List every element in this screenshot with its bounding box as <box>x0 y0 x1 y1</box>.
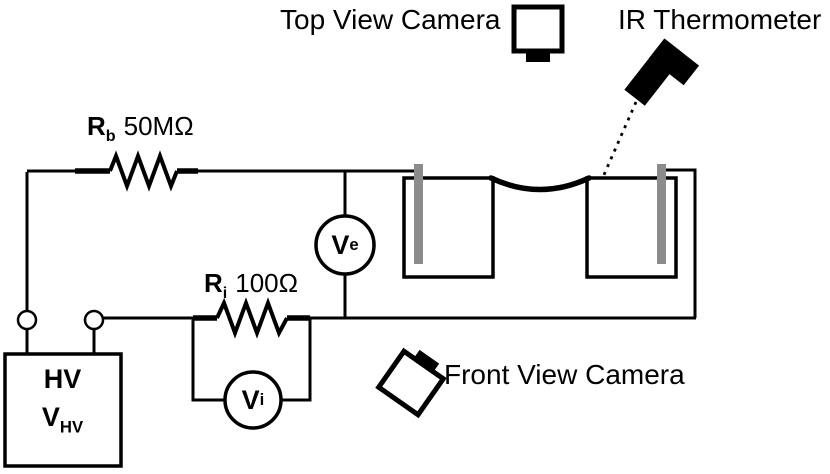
hv-symbol: V <box>41 402 60 432</box>
top-camera-icon <box>511 4 565 62</box>
front-view-camera-label: Front View Camera <box>444 359 685 390</box>
liquid-bridge <box>488 175 592 193</box>
top-view-camera-label: Top View Camera <box>280 4 501 35</box>
beaker-right <box>585 176 678 279</box>
ir-sightline-dotted <box>601 101 638 178</box>
voltmeter-vi-circle <box>223 370 283 430</box>
ri-subscript: i <box>222 284 228 303</box>
front-camera-icon <box>375 347 447 419</box>
hv-subscript: HV <box>59 417 84 437</box>
vi-symbol: V <box>241 384 260 415</box>
wires <box>3 168 697 468</box>
ri-label: Ri 100Ω <box>204 268 299 302</box>
rb-subscript: b <box>105 127 116 146</box>
rb-label: Rb 50MΩ <box>87 111 194 145</box>
ve-symbol: V <box>331 229 350 260</box>
top-camera-mount <box>526 52 550 62</box>
voltmeter-ve-circle <box>314 214 376 276</box>
wire-vi-parallel-loop <box>191 318 312 402</box>
hv-supply-title: HV <box>43 364 82 394</box>
beaker-left <box>402 176 495 279</box>
resistor-ri-zigzag <box>215 297 289 339</box>
rb-value: 50MΩ <box>123 111 194 141</box>
terminal-right-circle <box>83 309 105 331</box>
hv-supply-box <box>3 352 123 468</box>
ir-thermometer-icon <box>624 38 700 106</box>
wire-right-loop <box>666 168 697 318</box>
resistors <box>75 150 310 339</box>
ri-value: 100Ω <box>235 268 299 298</box>
electrode-left <box>414 164 423 264</box>
electrode-right <box>657 164 666 264</box>
resistor-rb-zigzag <box>108 150 179 192</box>
test-cell <box>402 164 678 279</box>
rb-symbol: R <box>87 111 106 141</box>
ir-thermometer-label: IR Thermometer <box>618 4 822 35</box>
front-camera-body <box>375 347 447 419</box>
hv-supply-voltage-label: VHV <box>4 402 121 437</box>
front-camera-mount <box>413 349 440 372</box>
ri-symbol: R <box>204 268 223 298</box>
ir-thermometer-head <box>648 38 700 86</box>
terminal-left-circle <box>16 309 38 331</box>
top-camera-body <box>511 4 565 54</box>
